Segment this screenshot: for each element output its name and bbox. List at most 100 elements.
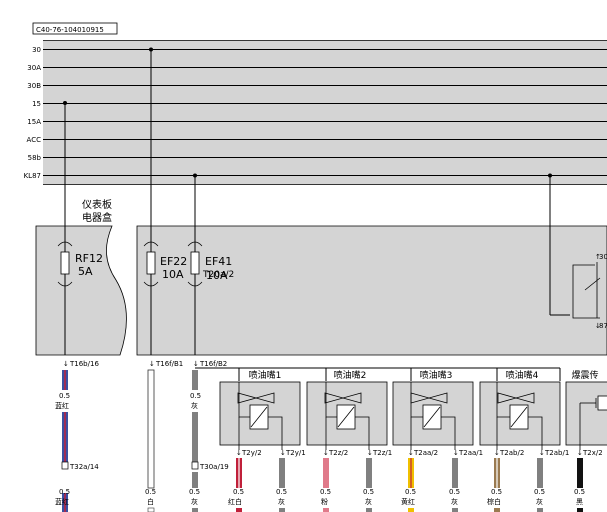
wire-color: 灰 <box>536 497 543 506</box>
wire-gauge: 0.5 <box>189 488 200 496</box>
relay-pin-30-arrow: ↑ <box>595 253 601 261</box>
wire-gauge: 0.5 <box>59 488 70 496</box>
wire-gauge: 0.5 <box>449 488 460 496</box>
connector-arrow: ↓ <box>63 360 69 368</box>
fusebox-title-line2: 电器盒 <box>82 211 112 224</box>
junction-dot <box>63 101 67 105</box>
pin-label: T2ab/2 <box>499 449 524 457</box>
rail-label: 15A <box>27 118 41 126</box>
pin-label: T2ab/1 <box>544 449 569 457</box>
connector-box <box>61 461 69 470</box>
connector-label: T16f/B2 <box>199 360 227 368</box>
svg-text:↓: ↓ <box>280 449 286 457</box>
mid-connector-right: T30a/19 <box>199 463 229 471</box>
junction-dot <box>149 47 153 52</box>
rail-label: 15 <box>32 100 41 108</box>
fuse-rf12: RF12 5A <box>57 241 103 287</box>
svg-text:↓: ↓ <box>408 449 414 457</box>
rail-label: 58b <box>28 154 42 162</box>
injector-title: 喷油嘴2 <box>334 369 367 381</box>
relay-pin-top: 30 <box>599 253 607 261</box>
fuse-rating: 10A <box>162 268 184 281</box>
wire-gauge: 0.5 <box>276 488 287 496</box>
wire-gauge: 0.5 <box>534 488 545 496</box>
wire-gauge: 0.5 <box>574 488 585 496</box>
fusebox-title-line1: 仪表板 <box>82 198 112 211</box>
fuse-rating: 5A <box>78 265 93 278</box>
junction-dot <box>193 173 197 178</box>
bottom-stubs <box>147 507 583 512</box>
connector-box <box>191 461 199 470</box>
pin-label: T2aa/1 <box>458 449 483 457</box>
wire-color: 灰 <box>365 497 372 506</box>
rail-band <box>43 40 607 185</box>
pin-label: T2y/2 <box>241 449 262 457</box>
connector-label: T16f/B1 <box>155 360 183 368</box>
injector-wires <box>236 458 583 488</box>
svg-text:↓: ↓ <box>236 449 242 457</box>
fusebox-right-block <box>136 225 607 356</box>
injector-title: 喷油嘴4 <box>506 369 539 381</box>
diagram-id-box <box>32 22 118 35</box>
wire-color: 灰 <box>191 401 198 410</box>
mid-connector-left: T32a/14 <box>69 463 99 471</box>
pin-label: T2aa/2 <box>413 449 438 457</box>
svg-text:↓: ↓ <box>323 449 329 457</box>
connector-arrow: ↓ <box>149 360 155 368</box>
rail-label: ACC <box>27 136 42 144</box>
harness-wire-blue-red <box>62 370 68 512</box>
wire-color: 灰 <box>191 497 198 506</box>
rail-labels: 30 30A 30B 15 15A ACC 58b KL87 <box>24 46 42 180</box>
wire-gauge: 0.5 <box>320 488 331 496</box>
diagram-id: C40-76-104010915 <box>36 26 104 34</box>
knock-sensor <box>565 381 607 450</box>
wire-gauge: 0.5 <box>363 488 374 496</box>
wire-color: 灰 <box>451 497 458 506</box>
rail-label: 30B <box>27 82 41 90</box>
fuse-name: RF12 <box>75 252 103 265</box>
fuse-name: EF22 <box>160 255 187 268</box>
wire-color: 蓝红 <box>55 401 69 410</box>
injector-1 <box>219 381 301 450</box>
connector-label: T16b/16 <box>69 360 99 368</box>
relay: ↑ 30 ↓ 87 <box>572 253 607 330</box>
bottom-wire-labels: 0.5 蓝红 0.5 白 0.5 灰 0.5 红白 0.5 灰 0.5 粉 0.… <box>55 488 585 506</box>
svg-text:↓: ↓ <box>494 449 500 457</box>
rail-lines <box>43 40 607 185</box>
harness-wire-gray <box>192 370 198 488</box>
wire-gauge: 0.5 <box>145 488 156 496</box>
wire-gauge: 0.5 <box>190 392 201 400</box>
wire-color: 黑 <box>576 498 583 506</box>
rail-label: KL87 <box>24 172 41 180</box>
wire-gauge: 0.5 <box>59 392 70 400</box>
fuse-overlap-label: T20a/2 <box>202 270 234 280</box>
svg-text:↓: ↓ <box>577 449 583 457</box>
pin-label: T2x/2 <box>582 449 603 457</box>
junction-dot <box>548 173 552 178</box>
fuse-ef22: EF22 10A <box>143 241 187 287</box>
feed-wires <box>63 47 570 316</box>
wire-color: 红白 <box>228 497 242 506</box>
injector-3 <box>392 381 474 450</box>
wire-color: 棕白 <box>487 497 501 506</box>
rail-label: 30A <box>27 64 41 72</box>
fuse-name: EF41 <box>205 255 232 268</box>
wire-color: 蓝红 <box>55 497 69 506</box>
wire-gauge: 0.5 <box>233 488 244 496</box>
injector-pins: ↓ T2y/2 ↓ T2y/1 ↓ T2z/2 ↓ T2z/1 ↓ T2aa/2… <box>236 449 603 457</box>
injector-title: 爆震传 <box>571 369 598 381</box>
connector-arrow: ↓ <box>193 360 199 368</box>
relay-pin-87-arrow: ↓ <box>595 322 601 330</box>
fuse-rating: 10A <box>206 269 228 282</box>
svg-text:↓: ↓ <box>539 449 545 457</box>
pin-label: T2z/2 <box>328 449 348 457</box>
injector-4 <box>479 381 561 450</box>
fusebox-left-block <box>35 225 127 356</box>
harness-wire-white <box>147 369 155 489</box>
wire-gauge: 0.5 <box>491 488 502 496</box>
svg-text:↓: ↓ <box>367 449 373 457</box>
wire-gauge: 0.5 <box>405 488 416 496</box>
wire-color: 粉 <box>321 497 328 506</box>
relay-pin-bottom: 87 <box>599 322 607 330</box>
